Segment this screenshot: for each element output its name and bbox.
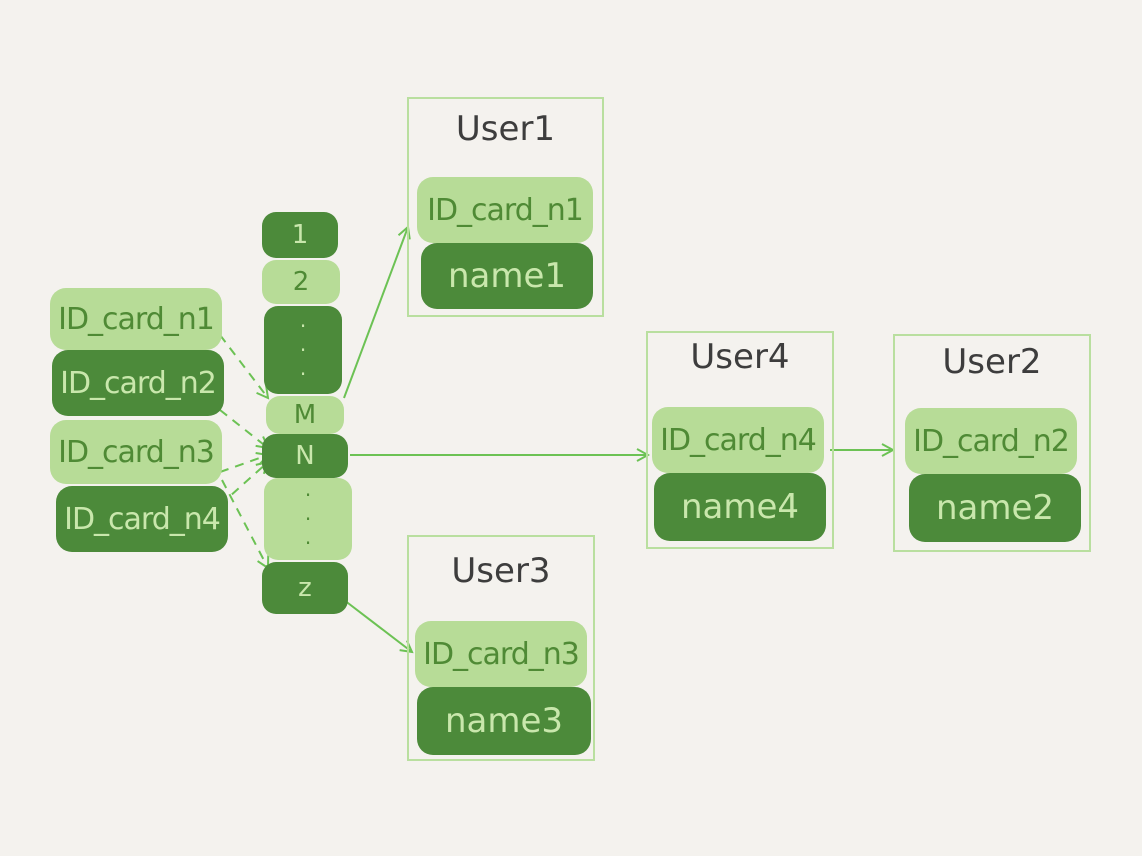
- dashed-arrow-n2-n: [219, 409, 268, 448]
- record-user4: User4 ID_card_n4 name4: [646, 331, 834, 549]
- key-n4: ID_card_n4: [56, 486, 228, 552]
- key-n2: ID_card_n2: [52, 350, 224, 416]
- record-name: name3: [417, 687, 591, 755]
- record-user2: User2 ID_card_n2 name2: [893, 334, 1091, 552]
- dashed-arrow-n3-n: [219, 455, 268, 473]
- ellipsis-dot: ·: [299, 314, 307, 338]
- ellipsis-dot: ·: [304, 531, 312, 555]
- arrow-z-user3: [343, 599, 412, 652]
- dashed-arrow-n4-n: [219, 462, 268, 506]
- record-user3: User3 ID_card_n3 name3: [407, 535, 595, 761]
- record-key: ID_card_n4: [652, 407, 824, 473]
- record-user1: User1 ID_card_n1 name1: [407, 97, 604, 317]
- record-name: name2: [909, 474, 1081, 542]
- slot-ellipsis-upper: · · ·: [264, 306, 342, 394]
- ellipsis-dot: ·: [299, 362, 307, 386]
- record-key: ID_card_n2: [905, 408, 1077, 474]
- key-n3: ID_card_n3: [50, 420, 222, 484]
- record-title: User3: [451, 551, 551, 591]
- key-n1: ID_card_n1: [50, 288, 222, 350]
- ellipsis-dot: ·: [304, 483, 312, 507]
- slot-ellipsis-lower: · · ·: [264, 478, 352, 560]
- dashed-arrow-n3-z: [221, 479, 268, 568]
- dashed-arrow-n1-m: [219, 334, 268, 398]
- arrow-m-user1: [343, 227, 408, 399]
- record-key: ID_card_n1: [417, 177, 593, 243]
- record-title: User2: [942, 342, 1042, 382]
- slot-z: z: [262, 562, 348, 614]
- record-key: ID_card_n3: [415, 621, 587, 687]
- slot-m: M: [266, 396, 344, 434]
- record-title: User1: [455, 109, 556, 149]
- ellipsis-dot: ·: [299, 338, 307, 362]
- record-name: name4: [654, 473, 826, 541]
- record-name: name1: [421, 243, 593, 309]
- ellipsis-dot: ·: [304, 507, 312, 531]
- slot-n: N: [262, 434, 348, 478]
- record-title: User4: [690, 337, 790, 377]
- slot-2: 2: [262, 260, 340, 304]
- slot-1: 1: [262, 212, 338, 258]
